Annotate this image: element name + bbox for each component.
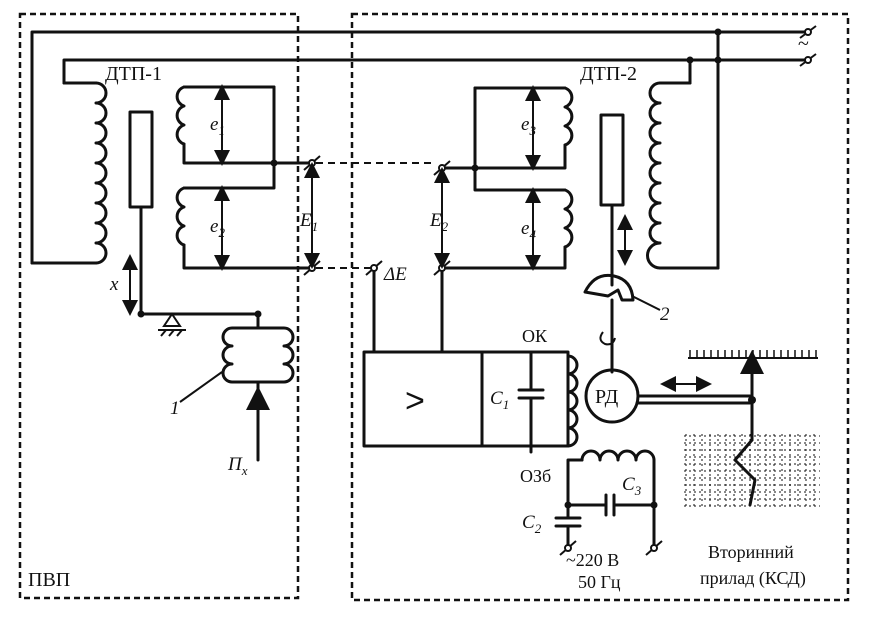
- chart-paper: [684, 434, 820, 508]
- ozb-winding: [566, 449, 656, 550]
- motor-label: РД: [595, 386, 619, 408]
- supply-lines: [30, 25, 817, 270]
- secondary-label-line2: прилад (КСД): [700, 568, 806, 589]
- cam-leader: [631, 295, 661, 311]
- dtp2-core: [599, 113, 625, 207]
- cam: [583, 273, 635, 302]
- dtp2-label: ДТП-2: [580, 63, 637, 85]
- c1-capacitor: [517, 350, 545, 448]
- c2-label: C2: [522, 512, 542, 536]
- e4-label: e4: [521, 218, 536, 242]
- e1-terminals: [303, 155, 321, 276]
- record-trace: [733, 438, 757, 507]
- c3-capacitor: [566, 493, 656, 517]
- supply-voltage: ~220 В: [566, 550, 619, 570]
- ok-winding: [566, 354, 579, 448]
- E2-label: E2: [429, 210, 449, 234]
- supply-terminals: [559, 540, 663, 556]
- sensor-leader: [179, 371, 223, 403]
- dtp1-label: ДТП-1: [105, 63, 162, 85]
- output-stage: [480, 350, 570, 448]
- pvp-block: [18, 12, 300, 600]
- cam-number: 2: [660, 304, 670, 325]
- x-label: x: [109, 274, 119, 295]
- dtp1-secondary-e1: [175, 85, 314, 165]
- amplifier-symbol: >: [405, 382, 425, 420]
- dtp1-secondary-e2: [175, 161, 314, 270]
- dtp2-primary-coil: [646, 81, 720, 270]
- pressure-label: Пx: [227, 454, 248, 478]
- pivot-support: [158, 312, 186, 337]
- dtp1-core: [128, 110, 154, 209]
- c1-label: C1: [490, 388, 509, 412]
- rotation-arrow: [599, 331, 616, 346]
- ok-label: ОК: [522, 326, 548, 346]
- scale: [688, 350, 818, 359]
- e2-terminals: [433, 160, 451, 276]
- dtp1-primary-coil: [30, 81, 108, 265]
- secondary-label-line1: Вторинний: [708, 542, 794, 562]
- ac-sign: ~: [798, 33, 809, 55]
- bellows-sensor: [221, 312, 295, 392]
- E1-label: E1: [299, 210, 318, 234]
- secondary-device-block: [350, 12, 850, 602]
- dtp2-secondary-e3: [440, 86, 574, 170]
- supply-frequency: 50 Гц: [578, 572, 621, 592]
- sensor-number: 1: [170, 398, 180, 419]
- dtp2-secondary-e4: [440, 166, 574, 270]
- c3-label: C3: [622, 474, 642, 498]
- e1-label: e1: [210, 114, 225, 138]
- e3-label: e3: [521, 114, 536, 138]
- pvp-label: ПВП: [28, 569, 70, 591]
- c2-capacitor: [554, 483, 582, 550]
- delta-e-label: ΔE: [383, 264, 407, 285]
- e2-label: e2: [210, 216, 225, 240]
- dtp1-rod: [139, 205, 260, 316]
- ozb-label: ОЗб: [520, 466, 551, 486]
